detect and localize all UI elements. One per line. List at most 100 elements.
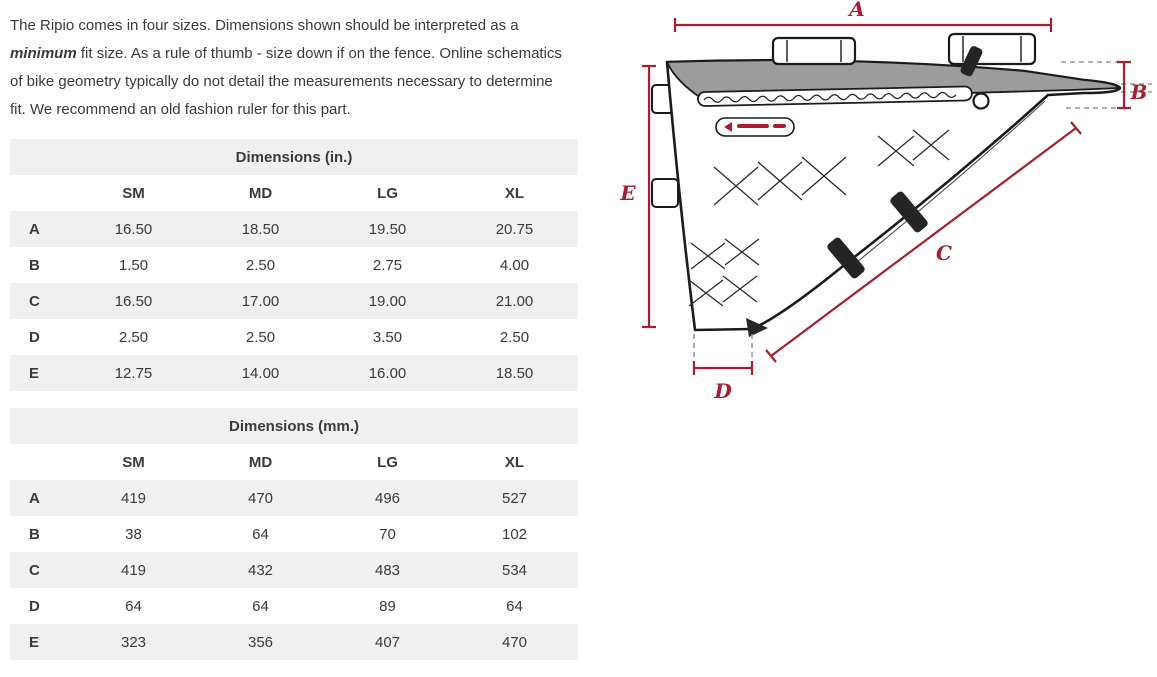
- table-header-row: SM MD LG XL: [10, 175, 578, 211]
- dimension-value: 419: [120, 561, 147, 579]
- intro-text-1: The Ripio comes in four sizes. Dimension…: [10, 17, 519, 34]
- dimension-value: 2.75: [372, 256, 403, 274]
- table-title: Dimensions (in.): [10, 139, 578, 175]
- top-strap-loops: [771, 32, 1037, 66]
- column-header-lg: LG: [377, 453, 398, 471]
- dimension-value: 18.50: [495, 364, 534, 382]
- table-row: B 1.50 2.50 2.75 4.00: [10, 247, 578, 283]
- dimension-value: 483: [374, 561, 401, 579]
- row-label: B: [29, 525, 40, 543]
- sizing-info-panel: The Ripio comes in four sizes. Dimension…: [0, 0, 578, 677]
- row-label: C: [29, 561, 40, 579]
- dimension-value: 18.50: [241, 220, 280, 238]
- dimension-value: 12.75: [114, 364, 153, 382]
- column-header-md: MD: [248, 453, 273, 471]
- dimension-value: 1.50: [118, 256, 149, 274]
- table-header-row: SM MD LG XL: [10, 444, 578, 480]
- dimension-value: 14.00: [241, 364, 280, 382]
- dimension-value: 356: [247, 633, 274, 651]
- dimension-value: 4.00: [499, 256, 530, 274]
- dimension-value: 3.50: [372, 328, 403, 346]
- frame-bag-diagram: A B C D E: [619, 0, 1152, 403]
- dimension-line-a: [673, 18, 1053, 32]
- dimension-labels: A B C D E: [619, 0, 1147, 403]
- dimension-value: 38: [125, 525, 142, 543]
- dimension-line-c: [765, 121, 1082, 363]
- dimension-lines: [642, 18, 1131, 375]
- dimension-value: 2.50: [118, 328, 149, 346]
- column-header-lg: LG: [377, 184, 398, 202]
- dimension-value: 21.00: [495, 292, 534, 310]
- dimension-value: 64: [252, 597, 269, 615]
- dimension-label-b: B: [1130, 80, 1148, 104]
- dimension-value: 407: [374, 633, 401, 651]
- table-row: A 419 470 496 527: [10, 480, 578, 516]
- row-label: D: [29, 328, 40, 346]
- empty-header-cell: [10, 444, 70, 480]
- dimension-value: 527: [501, 489, 528, 507]
- intro-text-2: fit size. As a rule of thumb - size down…: [10, 45, 562, 118]
- column-header-sm: SM: [122, 184, 145, 202]
- column-header-xl: XL: [504, 453, 525, 471]
- dimension-value: 16.50: [114, 292, 153, 310]
- row-label: A: [29, 220, 40, 238]
- table-title: Dimensions (mm.): [10, 408, 578, 444]
- intro-italic-word: minimum: [10, 45, 77, 62]
- dimension-value: 89: [379, 597, 396, 615]
- row-label: D: [29, 597, 40, 615]
- table-row: E 323 356 407 470: [10, 624, 578, 660]
- dimension-value: 2.50: [245, 256, 276, 274]
- table-row: D 64 64 89 64: [10, 588, 578, 624]
- dimensions-intro: The Ripio comes in four sizes. Dimension…: [10, 12, 568, 124]
- column-header-xl: XL: [504, 184, 525, 202]
- dimension-value: 16.00: [368, 364, 407, 382]
- dimension-value: 432: [247, 561, 274, 579]
- dimension-value: 64: [252, 525, 269, 543]
- dimension-label-c: C: [936, 241, 952, 265]
- bottom-loop-icon: [746, 318, 768, 337]
- table-row: C 419 432 483 534: [10, 552, 578, 588]
- row-label: E: [29, 364, 40, 382]
- dimension-value: 64: [506, 597, 523, 615]
- downtube-straps: [827, 46, 983, 279]
- dimension-label-d: D: [713, 379, 732, 403]
- column-header-sm: SM: [122, 453, 145, 471]
- guide-dashes: [693, 61, 1152, 374]
- dimensions-table-inches: Dimensions (in.) SM MD LG XL A 16.50 18.…: [10, 139, 578, 391]
- dimension-value: 419: [120, 489, 147, 507]
- x-stitch-marks: [688, 129, 950, 307]
- zipper-pull-ring-icon: [972, 92, 990, 110]
- table-row: D 2.50 2.50 3.50 2.50: [10, 319, 578, 355]
- zipper-teeth: [703, 91, 957, 103]
- table-row: E 12.75 14.00 16.00 18.50: [10, 355, 578, 391]
- dimension-value: 19.50: [368, 220, 407, 238]
- empty-header-cell: [10, 175, 70, 211]
- dimension-value: 19.00: [368, 292, 407, 310]
- frame-bag-diagram-panel: A B C D E: [578, 0, 1157, 677]
- dimension-value: 102: [501, 525, 528, 543]
- dimension-value: 2.50: [499, 328, 530, 346]
- dimension-value: 470: [247, 489, 274, 507]
- dimension-value: 20.75: [495, 220, 534, 238]
- table-row: B 38 64 70 102: [10, 516, 578, 552]
- row-label: B: [29, 256, 40, 274]
- logo-patch-icon: [715, 117, 795, 137]
- dimension-label-e: E: [619, 181, 636, 205]
- dimension-value: 17.00: [241, 292, 280, 310]
- row-label: E: [29, 633, 40, 651]
- dimension-value: 323: [120, 633, 147, 651]
- dimension-value: 70: [379, 525, 396, 543]
- dimension-value: 2.50: [245, 328, 276, 346]
- dimension-value: 16.50: [114, 220, 153, 238]
- row-label: A: [29, 489, 40, 507]
- dimension-value: 496: [374, 489, 401, 507]
- dimensions-table-mm: Dimensions (mm.) SM MD LG XL A 419 470 4…: [10, 408, 578, 660]
- dimension-line-e: [642, 64, 656, 329]
- dimension-label-a: A: [847, 0, 865, 21]
- dimension-value: 534: [501, 561, 528, 579]
- zipper: [697, 85, 973, 107]
- dimension-value: 64: [125, 597, 142, 615]
- table-row: C 16.50 17.00 19.00 21.00: [10, 283, 578, 319]
- dimension-line-d: [692, 361, 754, 375]
